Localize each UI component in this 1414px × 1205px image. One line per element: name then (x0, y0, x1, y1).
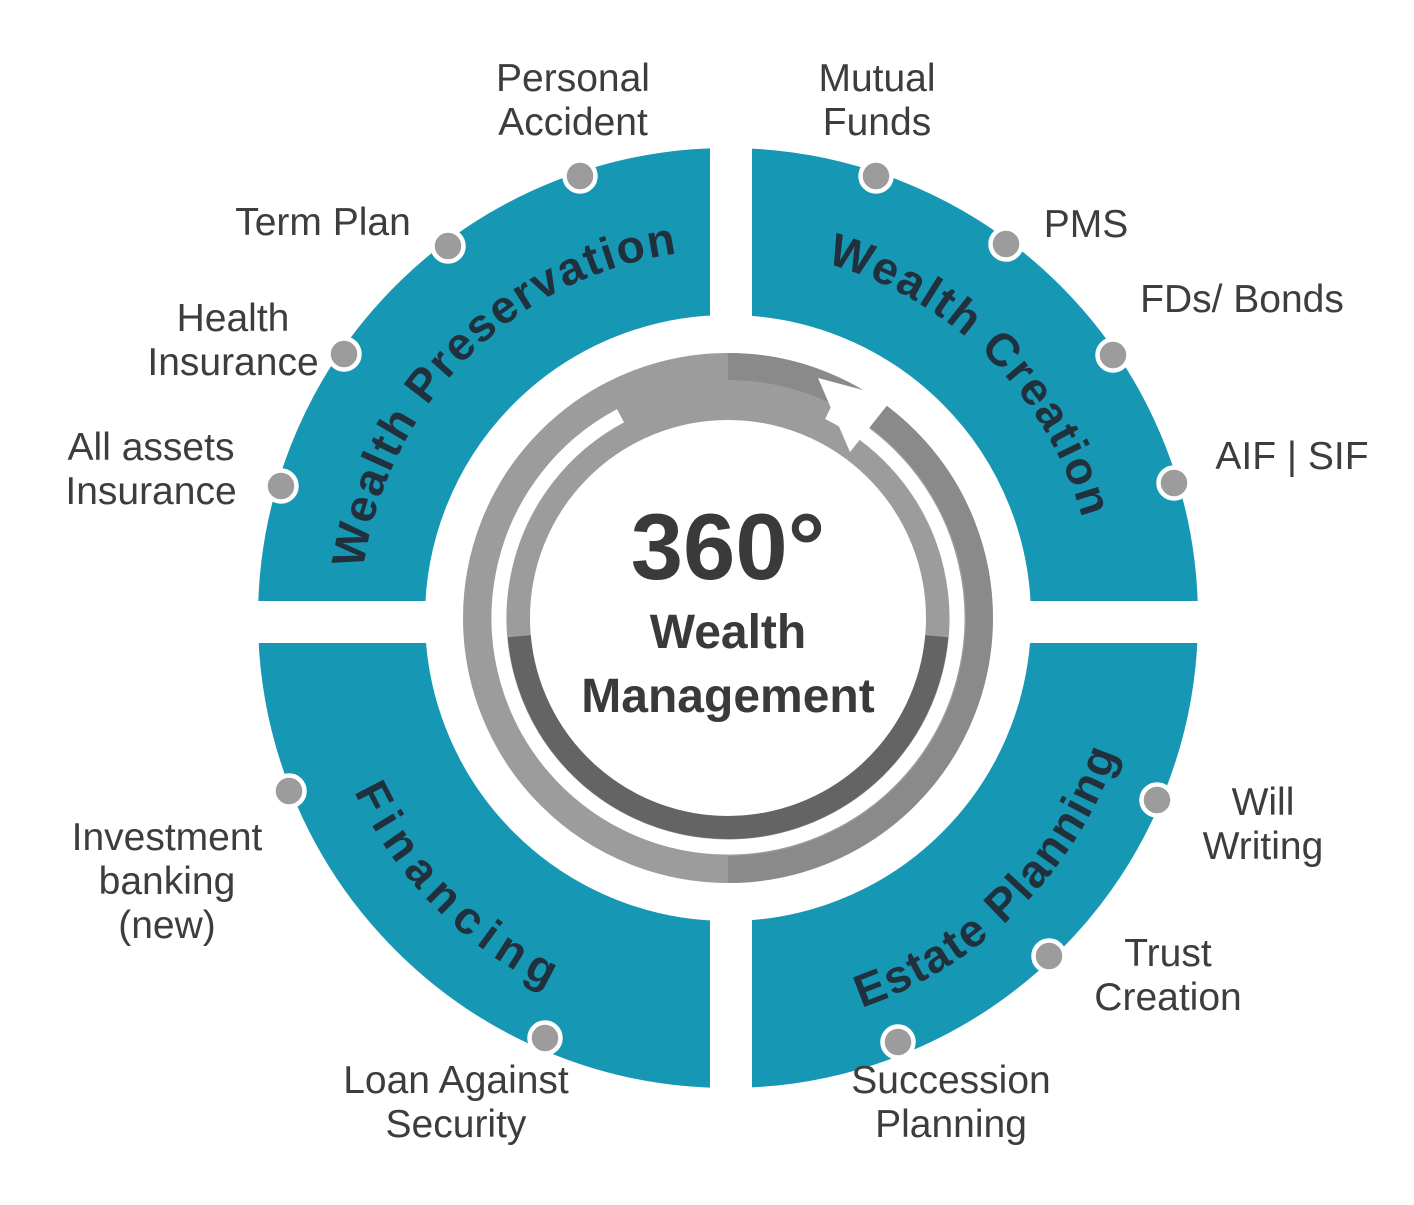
gap-top (710, 122, 752, 327)
label-succession-planning: Succession Planning (851, 1059, 1051, 1147)
dot-term-plan (430, 228, 466, 264)
label-investment-banking: Investment banking (new) (71, 816, 263, 948)
label-loan-against-security: Loan Against Security (343, 1059, 569, 1147)
dot-investment-banking (271, 773, 307, 809)
label-personal-accident: Personal Accident (496, 57, 650, 145)
label-health-insurance: Health Insurance (147, 297, 319, 385)
label-pms: PMS (1043, 203, 1129, 246)
cycle-arrow-stripe (491, 405, 965, 855)
dot-health-insurance (326, 336, 362, 372)
label-all-assets-insurance: All assets Insurance (65, 426, 237, 514)
dot-trust-creation (1031, 938, 1067, 974)
center-degrees: 360° (631, 494, 825, 599)
dot-aif-sif (1156, 465, 1192, 501)
dot-will-writing (1139, 782, 1175, 818)
label-will-writing: Will Writing (1202, 781, 1324, 869)
dot-loan-against-security (527, 1020, 563, 1056)
label-fds-bonds: FDs/ Bonds (1140, 278, 1344, 321)
label-term-plan: Term Plan (235, 201, 411, 244)
dot-succession-planning (880, 1024, 916, 1060)
label-trust-creation: Trust Creation (1094, 932, 1242, 1020)
gap-right (1023, 601, 1218, 643)
dot-pms (988, 226, 1024, 262)
label-mutual-funds: Mutual Funds (818, 57, 936, 145)
center-title-line2: Management (581, 670, 874, 723)
center-title-line1: Wealth (650, 606, 806, 659)
dot-fds-bonds (1095, 337, 1131, 373)
dot-mutual-funds (858, 158, 894, 194)
dot-all-assets-insurance (263, 468, 299, 504)
cycle-arrow-head-icon (818, 378, 893, 452)
dot-personal-accident (562, 158, 598, 194)
label-aif-sif: AIF | SIF (1215, 435, 1369, 478)
gap-left (228, 601, 435, 643)
center-circle (531, 421, 925, 815)
gap-bottom (710, 893, 752, 1103)
gray-ring-shadow-bottom (507, 635, 949, 840)
